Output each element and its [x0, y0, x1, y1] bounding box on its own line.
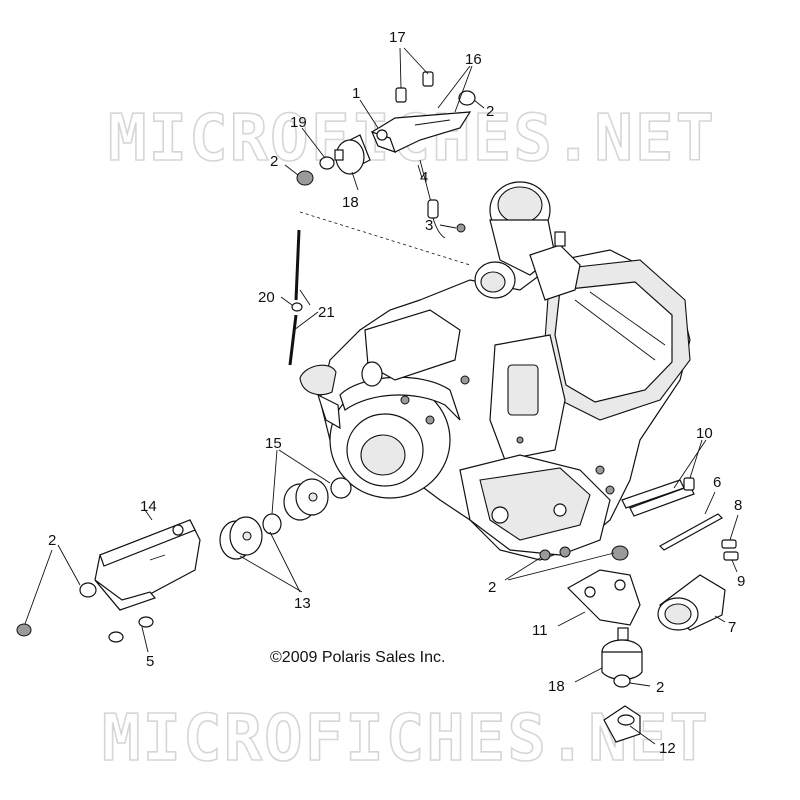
callout-4: 4 — [420, 169, 428, 186]
callout-12: 12 — [659, 740, 676, 757]
callout-17: 17 — [389, 29, 406, 46]
nut-part-2-bracket — [79, 582, 97, 598]
washer-part-19 — [319, 156, 335, 170]
callout-2-top: 2 — [486, 103, 494, 120]
bolts-part-17 — [395, 71, 434, 103]
rubber-mount-part-18-top — [334, 134, 371, 175]
callout-21: 21 — [318, 304, 335, 321]
nut-part-2-left — [296, 170, 314, 186]
dashed-guide-line — [299, 211, 471, 266]
rubber-mount-part-18-bottom — [601, 627, 643, 681]
callout-14: 14 — [140, 498, 157, 515]
lower-plate-part-12 — [603, 705, 641, 743]
callout-8: 8 — [734, 497, 742, 514]
upper-bracket-part-1 — [370, 111, 472, 153]
callout-5: 5 — [146, 653, 154, 670]
nut-part-5-a — [108, 631, 124, 643]
callout-13: 13 — [294, 595, 311, 612]
intake-boot-part-7 — [657, 574, 726, 631]
nut-part-3 — [456, 223, 466, 233]
nut-part-2-engine — [611, 545, 629, 561]
nut-part-2-far-left — [16, 623, 32, 637]
callout-20: 20 — [258, 289, 275, 306]
nut-part-2-top — [458, 90, 476, 106]
bolts-part-10 — [621, 477, 695, 517]
carburetor — [474, 181, 581, 301]
callout-3: 3 — [425, 217, 433, 234]
leader-lines — [24, 47, 739, 745]
callout-18-bottom: 18 — [548, 678, 565, 695]
rubber-mount-part-15 — [283, 477, 352, 521]
callout-16: 16 — [465, 51, 482, 68]
watermark-bottom: MICROFICHES.NET — [102, 702, 710, 776]
engine-bracket-part-11 — [567, 569, 641, 626]
callout-15: 15 — [265, 435, 282, 452]
sensor-part-4 — [419, 159, 446, 239]
callout-9: 9 — [737, 573, 745, 590]
engine-assembly — [299, 249, 691, 561]
callout-19: 19 — [290, 114, 307, 131]
callout-1: 1 — [352, 85, 360, 102]
callout-6: 6 — [713, 474, 721, 491]
callout-labels: 17 16 1 2 19 2 18 4 3 20 21 15 14 10 6 8… — [48, 29, 745, 757]
clamps-part-8-9 — [721, 539, 739, 561]
callout-18-top: 18 — [342, 194, 359, 211]
gasket-part-6 — [659, 513, 723, 551]
callout-2-engine: 2 — [488, 579, 496, 596]
dipstick-part-21 — [288, 229, 303, 366]
callout-2-far-left: 2 — [48, 532, 56, 549]
callout-11: 11 — [532, 622, 548, 639]
left-bracket-part-14 — [94, 519, 201, 611]
callout-2-left: 2 — [270, 153, 278, 170]
nut-part-5-b — [138, 616, 154, 628]
callout-7: 7 — [728, 619, 736, 636]
callout-2-bottom: 2 — [656, 679, 664, 696]
copyright-text: ©2009 Polaris Sales Inc. — [270, 649, 445, 666]
nut-part-2-bottom — [613, 674, 631, 688]
callout-10: 10 — [696, 425, 713, 442]
rubber-mount-part-13 — [219, 513, 282, 560]
